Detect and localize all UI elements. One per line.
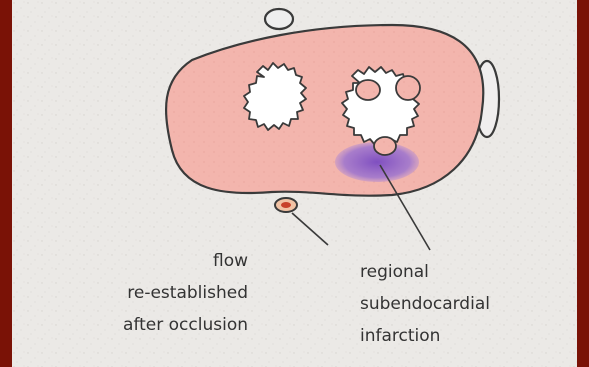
top-vessel bbox=[265, 9, 293, 29]
flow-label-line-3: after occlusion bbox=[123, 315, 248, 335]
heart-cross-section-diagram: flow re-established after occlusion regi… bbox=[12, 0, 577, 367]
infarction-label-line-3: infarction bbox=[360, 326, 440, 346]
flow-label-line-2: re-established bbox=[127, 283, 248, 303]
papillary-muscle-bottom bbox=[374, 137, 396, 155]
diagram-panel: flow re-established after occlusion regi… bbox=[12, 0, 577, 367]
infarction-label-line-2: subendocardial bbox=[360, 294, 490, 314]
residual-clot bbox=[281, 202, 291, 208]
infarction-label-line-1: regional bbox=[360, 262, 429, 282]
papillary-muscle-left bbox=[356, 80, 380, 100]
flow-label-line-1: flow bbox=[213, 251, 248, 271]
papillary-muscle-right bbox=[396, 76, 420, 100]
